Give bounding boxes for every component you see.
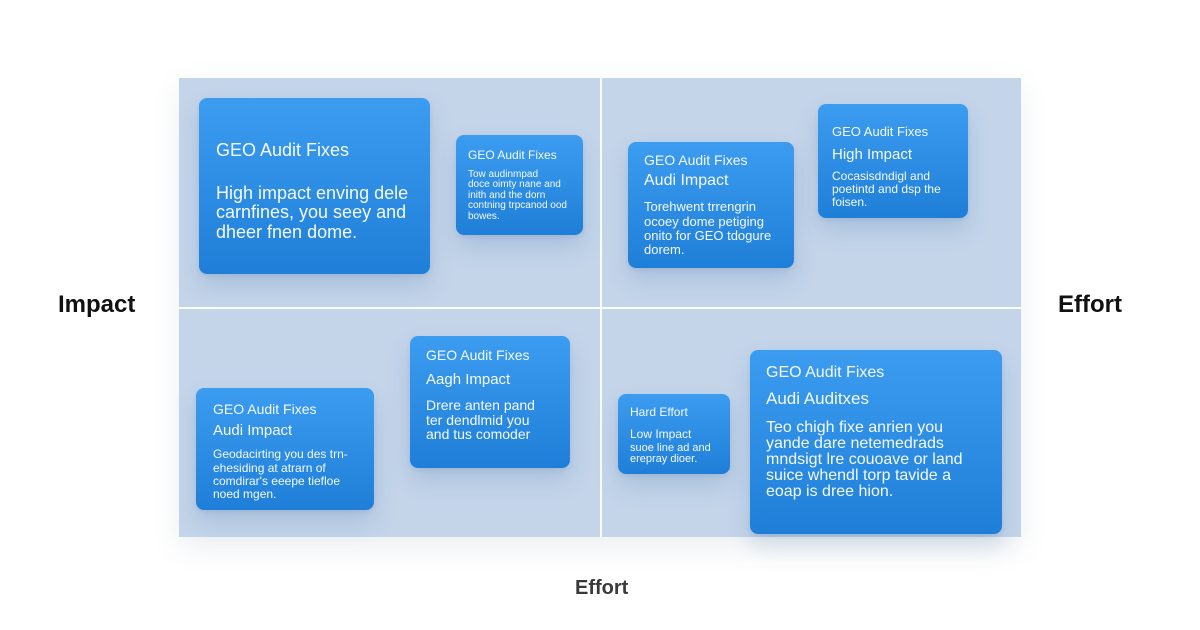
right-axis-label: Effort — [1058, 291, 1122, 318]
card-body: High impact enving dele carnfines, you s… — [216, 182, 409, 242]
card-body: Torehwent trrengrin ocoey dome petiging … — [644, 199, 772, 257]
top-right-right-card: GEO Audit Fixes High Impact Cocasisdndig… — [818, 104, 968, 218]
card-title: GEO Audit Fixes — [213, 401, 317, 417]
card-title: GEO Audit Fixes — [832, 124, 929, 139]
card-subtitle: Audi Impact — [644, 172, 729, 190]
card-subtitle: Aagh Impact — [426, 371, 511, 389]
top-right-left-card: GEO Audit Fixes Audi Impact Torehwent tr… — [628, 142, 794, 268]
card-subtitle: Low Impact — [630, 426, 692, 441]
card-body: Geodacirting you des trn- ehesiding at a… — [213, 447, 348, 501]
impact-effort-matrix: GEO Audit Fixes High impact enving dele … — [179, 78, 1021, 537]
card-title: GEO Audit Fixes — [426, 347, 530, 363]
card-body: Tow audinmpad doce oimty nane and inith … — [468, 168, 567, 222]
card-body: Cocasisdndigl and poetintd and dsp the f… — [832, 169, 941, 210]
left-axis-label: Impact — [58, 291, 136, 318]
card-title: GEO Audit Fixes — [766, 364, 885, 381]
horizontal-divider — [179, 307, 1021, 309]
card-title: GEO Audit Fixes — [216, 140, 350, 160]
top-left-large-card: GEO Audit Fixes High impact enving dele … — [199, 98, 430, 274]
top-left-small-card: GEO Audit Fixes Tow audinmpad doce oimty… — [456, 135, 583, 235]
card-title: GEO Audit Fixes — [644, 152, 748, 168]
bottom-left-left-card: GEO Audit Fixes Audi Impact Geodacirting… — [196, 388, 374, 510]
bottom-right-small-card: Hard Effort Low Impact suoe line ad and … — [618, 394, 730, 474]
card-subtitle: High Impact — [832, 145, 913, 163]
card-body: Drere anten pand ter dendlmid you and tu… — [426, 397, 535, 442]
card-title: GEO Audit Fixes — [468, 148, 557, 162]
card-subtitle: Audi Impact — [213, 422, 293, 440]
card-title: Hard Effort — [630, 405, 688, 419]
card-subtitle: Audi Auditxes — [766, 389, 870, 409]
card-body: suoe line ad and erepray dioer. — [630, 441, 711, 465]
bottom-left-right-card: GEO Audit Fixes Aagh Impact Drere anten … — [410, 336, 570, 468]
bottom-right-large-card: GEO Audit Fixes Audi Auditxes Teo chigh … — [750, 350, 1002, 534]
bottom-axis-label: Effort — [575, 577, 629, 599]
card-body: Teo chigh fixe anrien you yande dare net… — [766, 418, 963, 500]
